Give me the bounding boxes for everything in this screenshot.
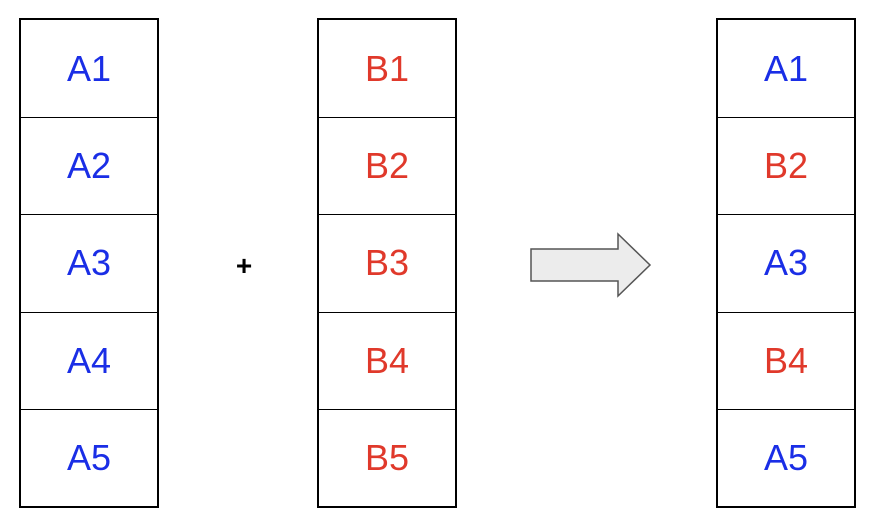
- plus-operator: +: [235, 250, 253, 281]
- column-b-cell: B3: [319, 214, 455, 311]
- column-a-cell: A1: [66, 47, 112, 89]
- column-a-cell: A5: [21, 408, 157, 506]
- column-b-cell: B4: [319, 311, 455, 409]
- column-result-cell: A1: [763, 47, 809, 89]
- column-a-cell: A2: [21, 117, 157, 214]
- column-a: A1 A2 A3 A4 A5: [19, 18, 159, 508]
- column-b-cell: B1: [364, 47, 410, 89]
- column-a-cell: A4: [21, 311, 157, 409]
- right-arrow-icon: [530, 232, 652, 298]
- column-a-cell: A3: [21, 214, 157, 311]
- column-result-cell: B4: [718, 311, 854, 409]
- column-b: B1 B2 B3 B4 B5: [317, 18, 457, 508]
- right-arrow-shape: [530, 232, 652, 298]
- column-result-cell: A3: [718, 214, 854, 311]
- column-result: A1 B2 A3 B4 A5: [716, 18, 856, 508]
- column-b-cell: B5: [319, 408, 455, 506]
- column-result-cell: A5: [718, 408, 854, 506]
- column-result-cell: B2: [718, 117, 854, 214]
- column-b-cell: B2: [319, 117, 455, 214]
